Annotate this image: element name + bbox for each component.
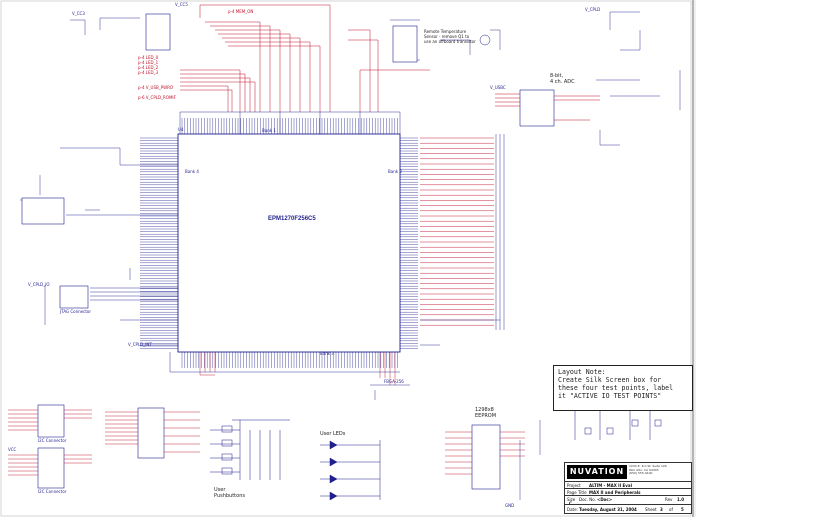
pushbuttons-label-2: Pushbuttons <box>214 493 245 499</box>
left-wires <box>20 147 178 346</box>
connector-red-wires <box>8 409 200 476</box>
size-value: C <box>569 501 572 506</box>
bottom-blue-wires <box>169 352 410 400</box>
eeprom-note-line-1: 1298x8 <box>475 407 494 413</box>
i2c-connector-label-2: I2C Connector <box>38 489 67 494</box>
address-line-1: 1034 E. 3rd St. Suite 100 <box>629 464 667 468</box>
title-block: NUVATION 1034 E. 3rd St. Suite 100 Palo … <box>564 462 692 514</box>
project-label: Project <box>567 483 581 488</box>
net-cpld-int: V_CPLD_INT <box>128 342 152 347</box>
of-label: of <box>669 507 673 512</box>
user-leds-label: User LEDs <box>320 431 346 437</box>
layout-note-line-4: it "ACTIVE IO TEST POINTS" <box>558 392 662 400</box>
rev-value: 1.0 <box>677 497 685 502</box>
chip-refdes: U4 <box>178 127 184 132</box>
eeprom-red-wires <box>445 431 525 475</box>
bank-1-label: Bank 1 <box>262 128 276 133</box>
net-led3: p-4 LED_3 <box>138 70 159 75</box>
adc-note-line-2: 4 ch. ADC <box>550 79 575 85</box>
net-vcc: VCC <box>8 447 17 452</box>
size-doc-row: Size C Doc. No. <Doc> Rev 1.0 <box>565 495 691 506</box>
layout-note: Layout Note: Create Silk Screen box for … <box>553 365 693 411</box>
i2c-connector-label-1: I2C Connector <box>38 438 67 443</box>
chip-bottom-pins <box>181 352 398 368</box>
bank-4-label: Bank 4 <box>185 169 199 174</box>
company-address: 1034 E. 3rd St. Suite 100 Palo Alto, CA … <box>629 464 667 476</box>
pushbuttons-label-1: User <box>214 487 226 493</box>
bank-2-label: Bank 2 <box>388 169 402 174</box>
page-title-label: Page Title <box>567 490 587 495</box>
layout-note-line-3: these four test points, label <box>558 384 674 392</box>
sheet-label: Sheet <box>645 507 657 512</box>
right-top-wires <box>596 11 681 146</box>
u2-chip <box>145 13 171 51</box>
net-vcc5: V_CC5 <box>175 2 188 7</box>
q1-transistor <box>479 34 491 46</box>
net-gnd: GND <box>505 503 515 508</box>
rev-label: Rev <box>665 497 673 502</box>
net-led1: p-4 LED_1 <box>138 60 159 65</box>
chip-left-pins <box>140 137 178 349</box>
net-cpld: V_CPLD <box>585 7 601 12</box>
temp-note-line-3: use an offboard transistor <box>424 39 476 44</box>
temp-note-line-2: Sensor - remove Q1 to <box>424 34 470 39</box>
chip-right-pins <box>400 137 418 349</box>
of-value: 5 <box>681 507 684 512</box>
date-sheet-row: Date: Tuesday, August 31, 2004 Sheet 3 o… <box>565 504 691 514</box>
net-led2: p-4 LED_2 <box>138 65 159 70</box>
date-label: Date: <box>567 507 578 512</box>
layout-note-line-2: Create Silk Screen box for <box>558 376 662 384</box>
date-value: Tuesday, August 31, 2004 <box>579 507 637 512</box>
i2c-connector-2 <box>37 447 65 489</box>
size-label: Size <box>567 497 576 502</box>
net-mem-on: p-4 MEM_ON <box>228 9 254 14</box>
oscillator-chip <box>21 197 65 225</box>
right-bus-lines <box>420 134 505 346</box>
page-title-value: MAX II and Peripherals <box>589 490 641 495</box>
chip-top-pins <box>181 118 398 134</box>
sheet-value: 3 <box>660 507 663 512</box>
jtag-connector-label: JTAG Connector <box>60 309 91 314</box>
sheet-border <box>0 0 692 517</box>
project-row: Project ALTIM - MAX II Eval <box>565 481 691 489</box>
eeprom-blue-wires <box>519 420 541 500</box>
page-title-row: Page Title MAX II and Peripherals <box>565 488 691 496</box>
i2c-connector-3 <box>137 407 165 459</box>
eeprom-chip <box>471 424 501 490</box>
net-led0: p-4 LED_0 <box>138 55 159 60</box>
bottom-red-bus <box>199 352 396 385</box>
layout-note-line-1: Layout Note: <box>558 368 606 376</box>
temp-note-line-1: Remote Temperature <box>424 29 467 34</box>
eeprom-note-line-2: EEPROM <box>475 413 497 419</box>
bank-3-label: Bank 3 <box>320 351 334 356</box>
user-leds <box>320 440 381 501</box>
net-vcc3: V_CC3 <box>72 11 85 16</box>
i2c-connector-1 <box>37 404 65 438</box>
doc-no-label: Doc. No. <box>579 497 596 502</box>
jtag-connector <box>59 285 89 309</box>
adc-note-line-1: 8-bit, <box>550 73 564 79</box>
net-usbc: V_USBC <box>490 85 506 90</box>
net-usb-pwro: p-4 V_USB_PWRO <box>138 85 174 90</box>
address-line-2: Palo Alto, CA 94303 <box>629 467 659 472</box>
pushbutton-switches <box>210 419 290 480</box>
net-cpld-romif: p-6 V_CPLD_ROMIF <box>138 95 176 100</box>
doc-no-value: <Doc> <box>597 497 613 502</box>
fbga-package-label: FBGA-256 <box>384 379 404 384</box>
adc-red-wires <box>495 93 600 121</box>
top-red-bus <box>180 4 430 112</box>
max-ii-chip-body <box>177 133 401 353</box>
adc-chip <box>519 89 555 127</box>
net-cpld-io: V_CPLD_IO <box>28 282 50 287</box>
right-red-nets <box>420 137 494 326</box>
temp-sensor-chip <box>392 25 418 63</box>
main-chip-part-number: EPM1270F256C5 <box>268 216 316 222</box>
project-value: ALTIM - MAX II Eval <box>589 483 632 488</box>
company-logo: NUVATION <box>567 465 627 479</box>
address-line-3: (650) 555-0100 <box>629 471 653 476</box>
